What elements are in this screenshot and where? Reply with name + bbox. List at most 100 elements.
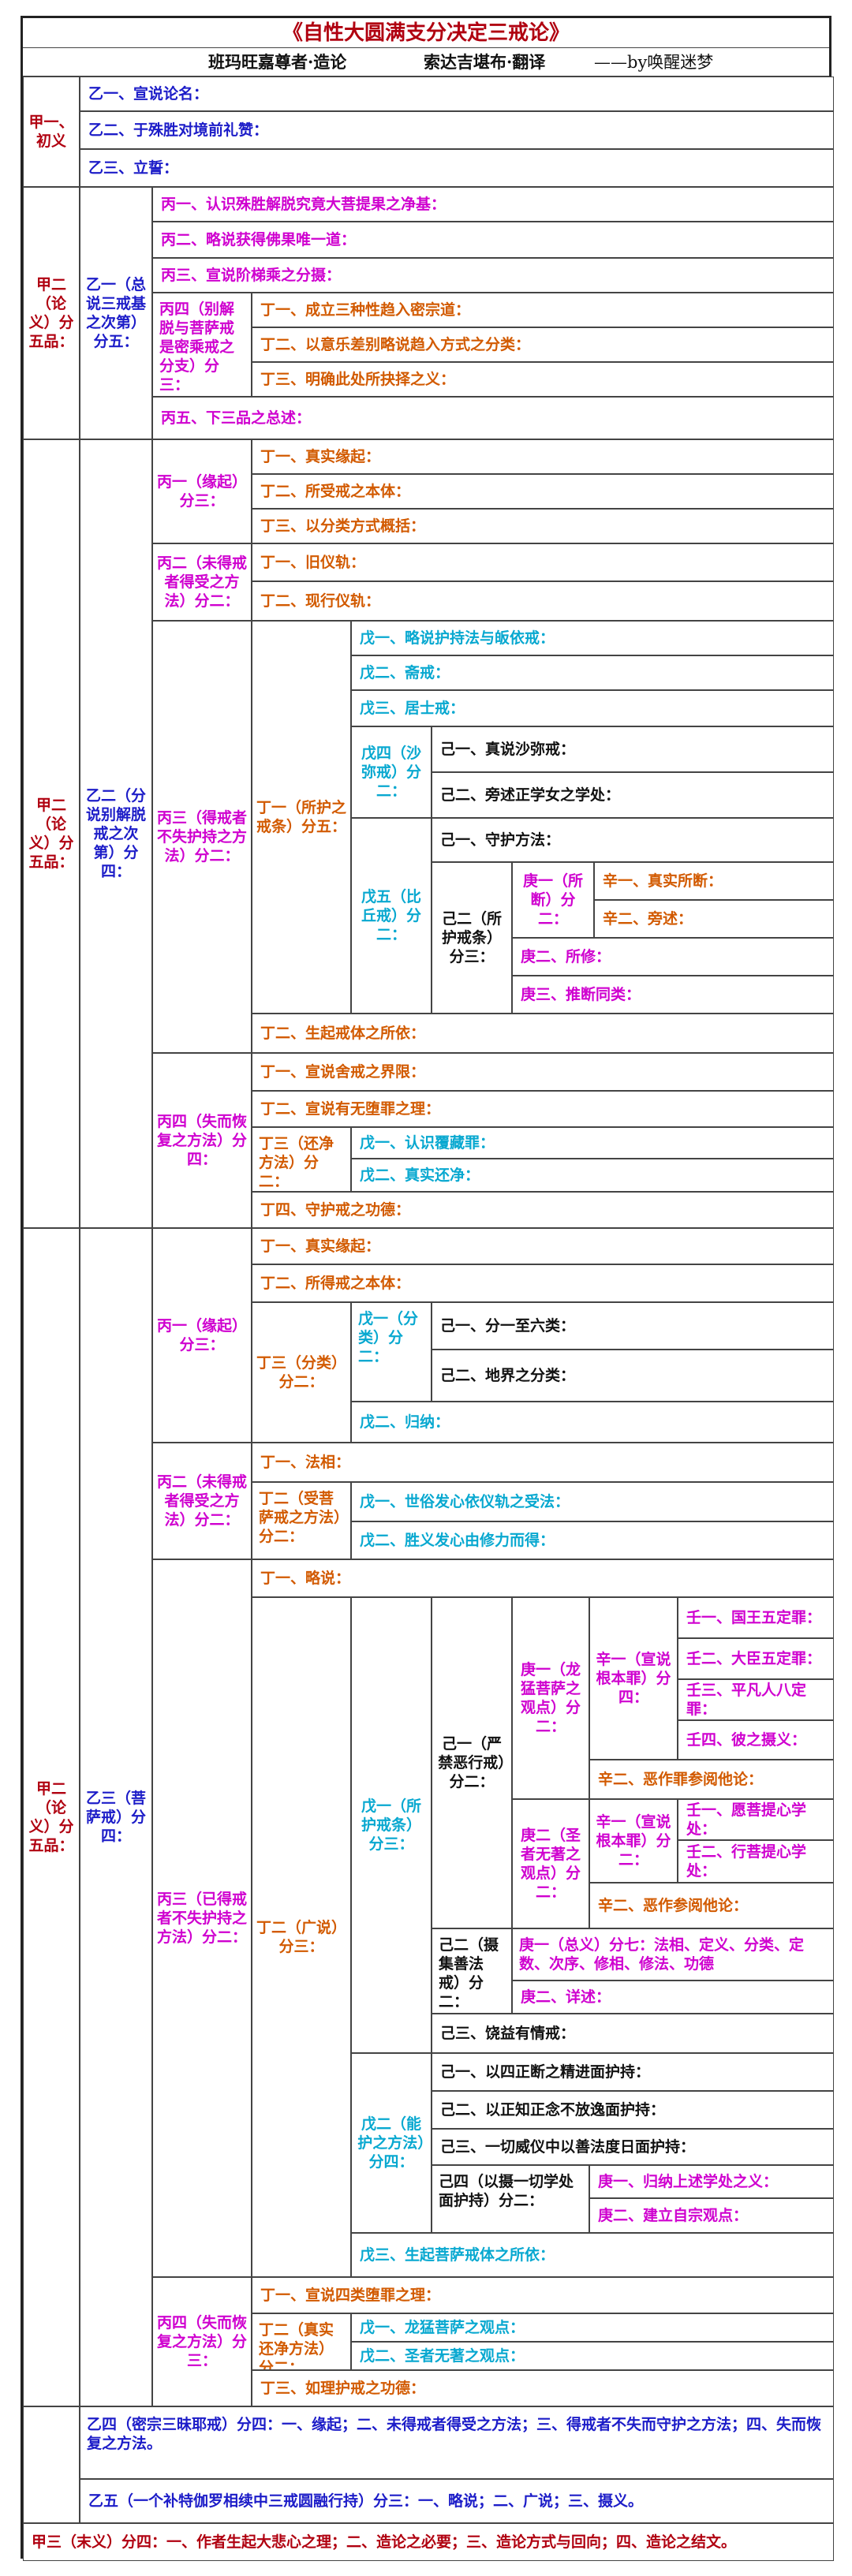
outline-cell: 丙三（已得戒者不失护持之方法）分二：	[152, 1559, 252, 2277]
outline-cell: 戊一、略说护持法与皈依戒：	[351, 621, 834, 655]
outline-cell: 戊二、真实还净：	[351, 1159, 834, 1192]
outline-cell: 丁二、宣说有无堕罪之理：	[252, 1091, 834, 1127]
outline-cell: 己三、饶益有情戒：	[432, 2014, 834, 2053]
outline-cell: 己四（以摄一切学处面护持）分二：	[432, 2165, 589, 2233]
outline-cell: 戊二、圣者无著之观点：	[351, 2342, 834, 2370]
outline-cell: 丁一、真实缘起：	[252, 1228, 834, 1264]
outline-cell: 丁一、真实缘起：	[252, 439, 834, 474]
outline-cell: 己一、以四正断之精进面护持：	[432, 2053, 834, 2091]
outline-cell: 丁一、宣说四类堕罪之理：	[252, 2277, 834, 2313]
outline-cell: 戊一、认识覆藏罪：	[351, 1127, 834, 1159]
outline-cell: 戊二、胜义发心由修力而得：	[351, 1521, 834, 1559]
outline-cell: 丁一、略说：	[252, 1559, 834, 1597]
outline-cell: 甲一、初义	[23, 77, 80, 187]
outline-cell: 丙四（失而恢复之方法）分四：	[152, 1053, 252, 1228]
outline-cell: 戊四（沙弥戒）分二：	[351, 726, 432, 818]
author-credit: 班玛旺嘉尊者·造论	[208, 52, 347, 72]
byline: 班玛旺嘉尊者·造论 索达吉堪布·翻译 ——by唤醒迷梦	[23, 48, 829, 77]
outline-cell: 庚一（所断）分二：	[512, 862, 594, 938]
outline-cell: 丁一、成立三种性趋入密宗道：	[252, 293, 834, 327]
outline-cell: 己三、一切威仪中以善法度日面护持：	[432, 2129, 834, 2165]
outline-cell: 壬四、彼之摄义：	[678, 1720, 834, 1760]
outline-cell: 庚一（龙猛菩萨之观点）分二：	[512, 1597, 589, 1799]
outline-cell: 壬一、国王五定罪：	[678, 1597, 834, 1638]
outline-cell: 庚一、归纳上述学处之义：	[589, 2165, 834, 2198]
outline-cell: 丁一、法相：	[252, 1443, 834, 1482]
outline-cell: 己一、真说沙弥戒：	[432, 726, 834, 772]
outline-cell: 丁一、宣说舍戒之界限：	[252, 1053, 834, 1091]
outline-cell: 辛一（宣说根本罪）分二：	[589, 1799, 678, 1883]
outline-cell: 戊五（比丘戒）分二：	[351, 818, 432, 1014]
outline-cell: 壬二、大臣五定罪：	[678, 1638, 834, 1679]
outline-cell: 丁一（所护之戒条）分五：	[252, 621, 351, 1014]
outline-cell: 丁二、生起戒体之所依：	[252, 1014, 834, 1053]
outline-cell: 壬二、行菩提心学处：	[678, 1840, 834, 1883]
outline-cell: 辛一、真实所断：	[594, 862, 834, 900]
outline-cell: 丁二（真实还净方法）分二：	[252, 2313, 351, 2370]
outline-cell: 丁二（广说）分三：	[252, 1597, 351, 2277]
outline-cell: 丙二（未得戒者得受之方法）分二：	[152, 543, 252, 621]
outline-cell: 己二、地界之分类：	[432, 1350, 834, 1402]
outline-cell: 丙二、略说获得佛果唯一道：	[152, 222, 834, 258]
outline-cell: 丁二、所得戒之本体：	[252, 1264, 834, 1302]
empty-cell	[23, 2406, 80, 2523]
outline-cell: 庚二（圣者无著之观点）分二：	[512, 1799, 589, 1928]
outline-cell: 庚二、建立自宗观点：	[589, 2198, 834, 2233]
document-title: 《自性大圆满支分决定三戒论》	[23, 18, 829, 48]
outline-cell: 乙五（一个补特伽罗相续中三戒圆融行持）分三：一、略说；二、广说；三、摄义。	[80, 2479, 834, 2523]
outline-cell: 丁三、如理护戒之功德：	[252, 2370, 834, 2406]
outline-cell: 乙二、于殊胜对境前礼赞：	[80, 111, 834, 149]
outline-cell: 丁四、守护戒之功德：	[252, 1192, 834, 1228]
outline-cell: 丁三（分类）分二：	[252, 1302, 351, 1443]
outline-cell: 己一、分一至六类：	[432, 1302, 834, 1350]
outline-cell: 甲二（论义）分五品：	[23, 439, 80, 1228]
outline-cell: 辛二、恶作罪参阅他论：	[589, 1760, 834, 1799]
outline-cell: 乙一、宣说论名：	[80, 77, 834, 111]
outline-cell: 戊一、世俗发心依仪轨之受法：	[351, 1482, 834, 1521]
outline-cell: 戊三、居士戒：	[351, 690, 834, 726]
outline-cell: 庚二、所修：	[512, 938, 834, 976]
outline-cell: 丁二、所受戒之本体：	[252, 474, 834, 509]
outline-cell: 丁二（受菩萨戒之方法）分二：	[252, 1482, 351, 1559]
outline-cell: 丙一（缘起）分三：	[152, 439, 252, 543]
compiler-credit: ——by唤醒迷梦	[594, 53, 714, 72]
outline-cell: 乙一（总说三戒基之次第）分五：	[80, 187, 152, 439]
outline-cell: 丙三（得戒者不失护持之方法）分二：	[152, 621, 252, 1053]
outline-cell: 戊一（分类）分二：	[351, 1302, 432, 1402]
outline-cell: 戊二、斋戒：	[351, 655, 834, 690]
outline-cell: 乙四（密宗三昧耶戒）分四：一、缘起；二、未得戒者得受之方法；三、得戒者不失而守护…	[80, 2406, 834, 2479]
outline-cell: 戊二、归纳：	[351, 1402, 834, 1443]
outline-cell: 丙二（未得戒者得受之方法）分二：	[152, 1443, 252, 1559]
outline-cell: 己二、旁述正学女之学处：	[432, 772, 834, 818]
outline-cell: 戊一（所护戒条）分三：	[351, 1597, 432, 2053]
outline-cell: 辛一（宣说根本罪）分四：	[589, 1597, 678, 1760]
outline-cell: 乙三（菩萨戒）分四：	[80, 1228, 152, 2406]
outline-cell: 丁一、旧仪轨：	[252, 543, 834, 581]
outline-cell: 己二（所护戒条）分三：	[432, 862, 512, 1014]
outline-cell: 甲三（末义）分四：一、作者生起大悲心之理；二、造论之必要；三、造论方式与回向；四…	[23, 2523, 834, 2561]
outline-cell: 庚二、详述：	[512, 1981, 834, 2014]
outline-cell: 乙三、立誓：	[80, 149, 834, 187]
outline-cell: 甲二（论义）分五品：	[23, 1228, 80, 2406]
outline-cell: 丙一、认识殊胜解脱究竟大菩提果之净基：	[152, 187, 834, 222]
outline-cell: 甲二（论义）分五品：	[23, 187, 80, 439]
outline-cell: 己一、守护方法：	[432, 818, 834, 862]
outline-cell: 辛二、恶作参阅他论：	[589, 1883, 834, 1928]
outline-cell: 壬三、平凡人八定罪：	[678, 1679, 834, 1720]
outline-cell: 戊一、龙猛菩萨之观点：	[351, 2313, 834, 2342]
outline-table: 《自性大圆满支分决定三戒论》 班玛旺嘉尊者·造论 索达吉堪布·翻译 ——by唤醒…	[21, 16, 834, 2561]
outline-cell: 辛二、旁述：	[594, 900, 834, 938]
outline-cell: 丁三、明确此处所抉择之义：	[252, 362, 834, 397]
outline-cell: 丁二、现行仪轨：	[252, 581, 834, 621]
outline-cell: 丙三、宣说阶梯乘之分摄：	[152, 258, 834, 293]
outline-cell: 乙二（分说别解脱戒之次第）分四：	[80, 439, 152, 1228]
outline-cell: 己二（摄集善法戒）分二：	[432, 1928, 512, 2014]
translator-credit: 索达吉堪布·翻译	[424, 52, 546, 72]
outline-cell: 丙四（失而恢复之方法）分三：	[152, 2277, 252, 2406]
outline-cell: 丁三、以分类方式概括：	[252, 509, 834, 543]
outline-cell: 壬一、愿菩提心学处：	[678, 1799, 834, 1840]
outline-cell: 己一（严禁恶行戒）分二：	[432, 1597, 512, 1928]
outline-cell: 己二、以正知正念不放逸面护持：	[432, 2091, 834, 2129]
outline-cell: 丁三（还净方法）分二：	[252, 1127, 351, 1192]
outline-cell: 丙五、下三品之总述：	[152, 397, 834, 439]
